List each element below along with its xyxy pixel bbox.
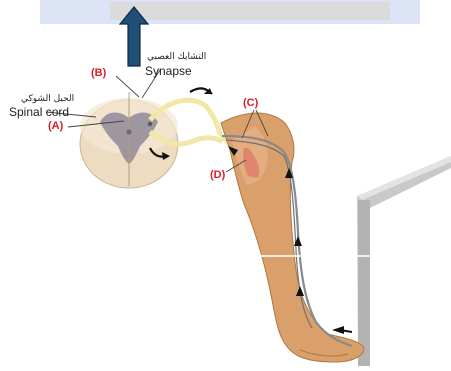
top-banner xyxy=(40,0,420,24)
label-b: (B) xyxy=(91,68,106,79)
direction-arrow-icon xyxy=(332,326,352,334)
table xyxy=(357,156,451,366)
label-a: (A) xyxy=(48,121,63,132)
synapse-label: Synapse xyxy=(145,65,192,77)
leg xyxy=(221,113,364,362)
label-d: (D) xyxy=(210,170,225,181)
label-c: (C) xyxy=(243,98,258,109)
direction-arrow-icon xyxy=(190,88,212,94)
spinal-cord-label-ar: الحبل الشوكي xyxy=(21,95,74,104)
synapse-label-ar: التشابك العصبي xyxy=(147,53,206,62)
spinal-cord-label: Spinal cord xyxy=(9,106,69,118)
